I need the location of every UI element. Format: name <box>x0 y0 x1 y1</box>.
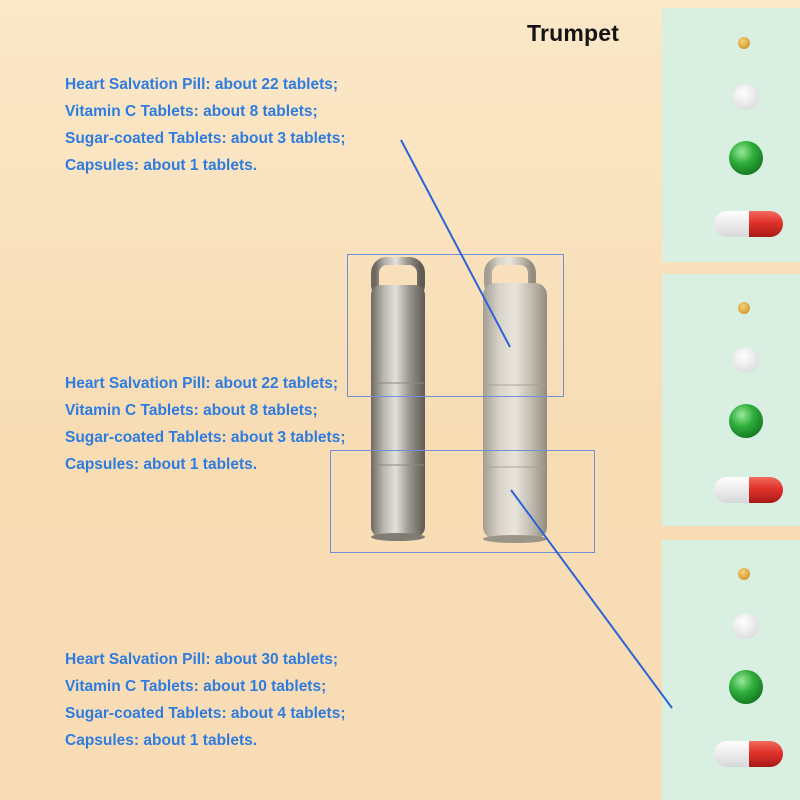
sugar-coated-tablet-icon <box>729 141 763 175</box>
capacity-line: Heart Salvation Pill: about 22 tablets; <box>65 375 339 392</box>
vitamin-c-tablet-icon <box>733 613 759 639</box>
capacity-block-bottom: Heart Salvation Pill: about 30 tablets; … <box>65 646 345 754</box>
capacity-line: Vitamin C Tablets: about 8 tablets; <box>65 103 318 120</box>
capacity-block-top: Heart Salvation Pill: about 22 tablets; … <box>65 71 345 179</box>
vitamin-c-tablet-icon <box>733 84 759 110</box>
capsule-icon <box>714 741 783 767</box>
pointer-line-top <box>400 139 511 348</box>
product-title: Trumpet <box>527 20 620 46</box>
capacity-line: Heart Salvation Pill: about 30 tablets; <box>65 651 339 668</box>
vitamin-c-tablet-icon <box>733 347 759 373</box>
capacity-line: Sugar-coated Tablets: about 3 tablets; <box>65 130 346 147</box>
capacity-line: Capsules: about 1 tablets. <box>65 732 258 749</box>
highlight-frame-top <box>347 254 564 397</box>
heart-salvation-pill-icon <box>738 37 750 49</box>
capacity-line: Vitamin C Tablets: about 8 tablets; <box>65 402 318 419</box>
capacity-line: Sugar-coated Tablets: about 3 tablets; <box>65 429 346 446</box>
highlight-frame-bottom <box>330 450 595 553</box>
capacity-block-middle: Heart Salvation Pill: about 22 tablets; … <box>65 370 345 478</box>
sugar-coated-tablet-icon <box>729 404 763 438</box>
capsule-icon <box>714 477 783 503</box>
pointer-line-bottom <box>510 489 673 709</box>
heart-salvation-pill-icon <box>738 302 750 314</box>
capsule-icon <box>714 211 783 237</box>
pill-container-icon <box>371 257 547 543</box>
capacity-line: Capsules: about 1 tablets. <box>65 456 258 473</box>
capacity-line: Sugar-coated Tablets: about 4 tablets; <box>65 705 346 722</box>
capacity-line: Capsules: about 1 tablets. <box>65 157 258 174</box>
capacity-line: Heart Salvation Pill: about 22 tablets; <box>65 76 339 93</box>
capacity-line: Vitamin C Tablets: about 10 tablets; <box>65 678 327 695</box>
heart-salvation-pill-icon <box>738 568 750 580</box>
sugar-coated-tablet-icon <box>729 670 763 704</box>
